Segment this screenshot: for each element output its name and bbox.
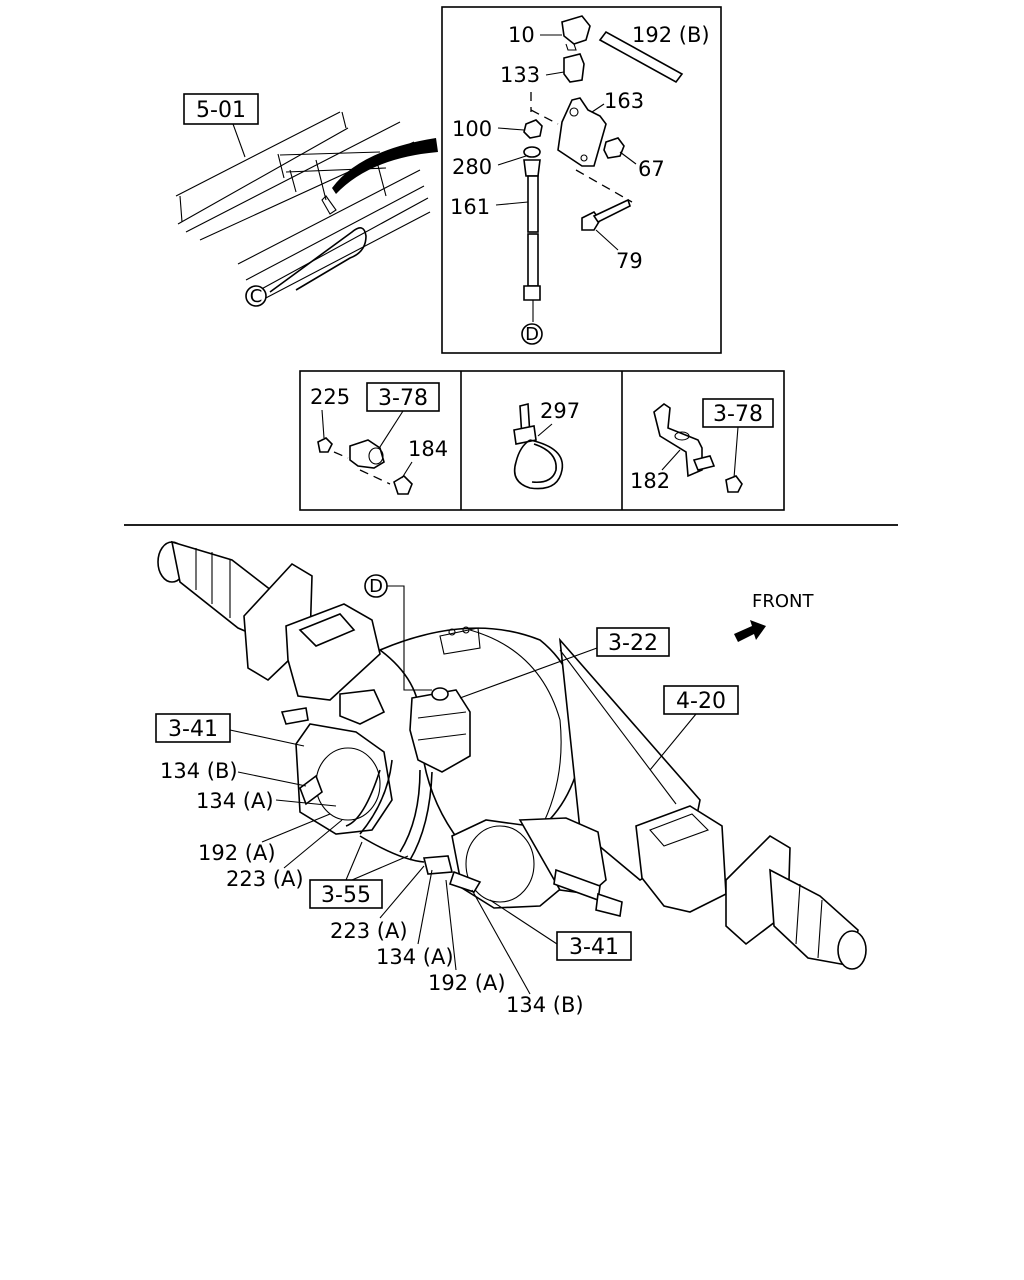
front-label: FRONT [752, 591, 814, 612]
detail-arrow [332, 138, 438, 194]
callout-223a-left: 223 (A) [226, 867, 304, 891]
callout-10: 10 [508, 23, 535, 47]
callout-223a-mid: 223 (A) [330, 919, 408, 943]
ref-3-41-right: 3-41 [569, 935, 619, 960]
ref-3-41-left: 3-41 [168, 717, 218, 742]
axle-assembly: D FRONT 3-22 4-20 3-41 3-55 3-41 134 (B)… [155, 540, 867, 1017]
callout-161: 161 [450, 195, 490, 219]
callout-79: 79 [616, 249, 643, 273]
callout-134a-mid: 134 (A) [376, 945, 454, 969]
callout-134a-left: 134 (A) [196, 789, 274, 813]
ref-box-3-55 [309, 879, 383, 909]
ref-box-4-20 [663, 685, 739, 715]
callout-192a-mid: 192 (A) [428, 971, 506, 995]
connector-d-top [521, 323, 543, 345]
connector-d-top-label: D [525, 324, 539, 345]
ref-3-78-a: 3-78 [378, 386, 428, 411]
callout-192a-left: 192 (A) [198, 841, 276, 865]
ref-box-5-01 [183, 93, 259, 125]
ref-box-3-78-b [702, 398, 774, 428]
detail-box-fittings: 10 192 (B) 133 163 100 280 67 [441, 6, 722, 354]
ref-4-20: 4-20 [676, 689, 726, 714]
callout-225: 225 [310, 385, 350, 409]
frame-view: 5-01 C [175, 93, 438, 307]
callout-163: 163 [604, 89, 644, 113]
callout-297: 297 [540, 399, 580, 423]
callout-280: 280 [452, 155, 492, 179]
ref-5-01: 5-01 [196, 98, 246, 123]
ref-3-55: 3-55 [321, 883, 371, 908]
detail-box-clamps: 225 3-78 184 297 182 3-78 [299, 370, 785, 511]
callout-133: 133 [500, 63, 540, 87]
ref-3-22: 3-22 [608, 631, 658, 656]
connector-c-label: C [250, 286, 263, 307]
callout-67: 67 [638, 157, 665, 181]
connector-d-bottom-label: D [369, 576, 383, 597]
callout-184: 184 [408, 437, 448, 461]
callout-134b-left: 134 (B) [160, 759, 238, 783]
connector-c [245, 285, 267, 307]
ref-box-3-22 [596, 627, 670, 657]
front-arrow-icon [734, 620, 766, 642]
callout-134b-mid: 134 (B) [506, 993, 584, 1017]
ref-box-3-41-left [155, 713, 231, 743]
callout-182: 182 [630, 469, 670, 493]
ref-3-78-b: 3-78 [713, 402, 763, 427]
callout-192b: 192 (B) [632, 23, 710, 47]
callout-100: 100 [452, 117, 492, 141]
ref-box-3-41-right [556, 931, 632, 961]
